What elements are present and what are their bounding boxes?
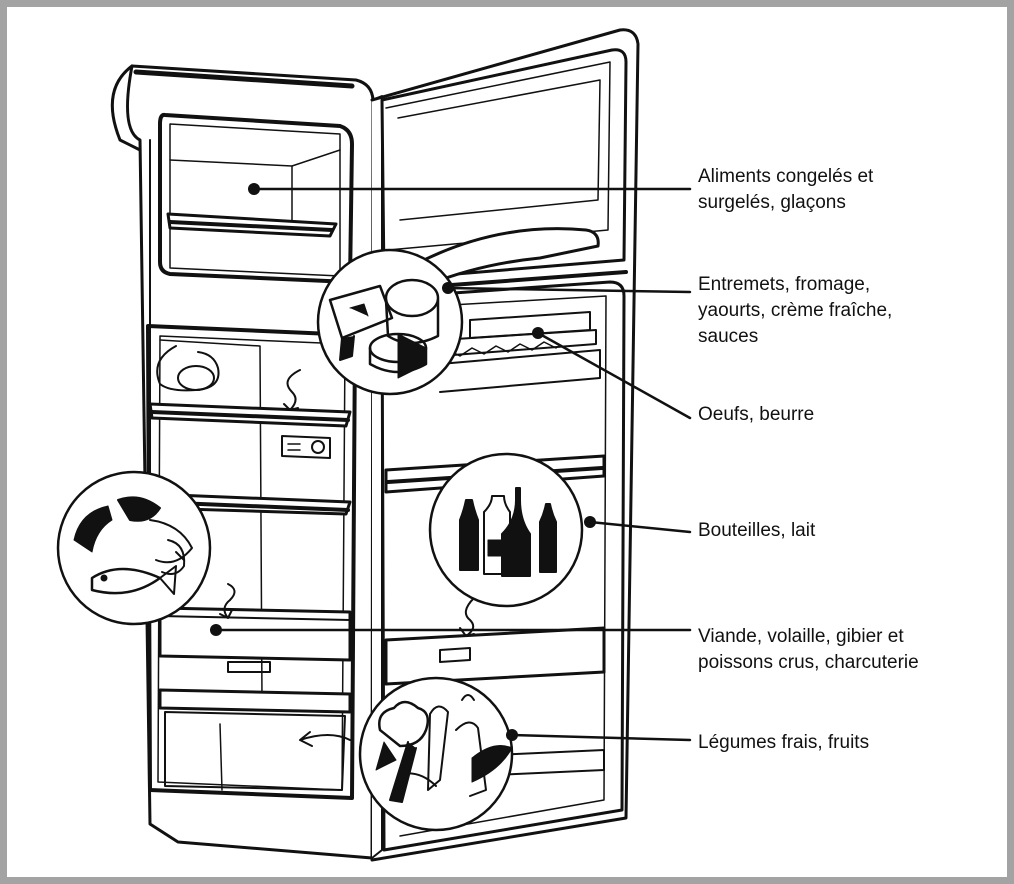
label-eggs-line-1: Oeufs, beurre — [698, 404, 815, 425]
fish-meat-icon — [56, 470, 212, 626]
cheese-icon — [316, 248, 464, 396]
label-dairy-line-1: Entremets, fromage, — [698, 274, 871, 295]
leader-bottles — [584, 516, 692, 534]
leader-meat — [210, 624, 692, 636]
leader-lines — [210, 183, 692, 742]
label-eggs: Oeufs, beurre — [698, 402, 814, 428]
fridge-body — [110, 64, 435, 860]
label-vegetables: Légumes frais, fruits — [698, 730, 869, 756]
leader-eggs — [532, 327, 692, 420]
label-dairy-line-3: sauces — [698, 326, 759, 347]
vegetables-icon — [358, 676, 514, 832]
label-vegetables-line-1: Légumes frais, fruits — [698, 732, 870, 753]
label-freezer-line-1: Aliments congelés et — [698, 166, 874, 187]
label-meat-line-2: poissons crus, charcuterie — [698, 652, 919, 673]
leader-freezer — [248, 183, 692, 195]
label-bottles: Bouteilles, lait — [698, 518, 815, 544]
bottles-icon — [428, 452, 584, 608]
label-freezer-line-2: surgelés, glaçons — [698, 192, 846, 213]
label-bottles-line-1: Bouteilles, lait — [698, 520, 816, 541]
leader-vegetables — [506, 729, 692, 742]
leader-dairy — [442, 282, 692, 294]
label-freezer: Aliments congelés et surgelés, glaçons — [698, 164, 873, 216]
label-dairy: Entremets, fromage, yaourts, crème fraîc… — [698, 272, 892, 350]
label-dairy-line-2: yaourts, crème fraîche, — [698, 300, 893, 321]
label-meat-line-1: Viande, volaille, gibier et — [698, 626, 904, 647]
label-meat: Viande, volaille, gibier et poissons cru… — [698, 624, 919, 676]
